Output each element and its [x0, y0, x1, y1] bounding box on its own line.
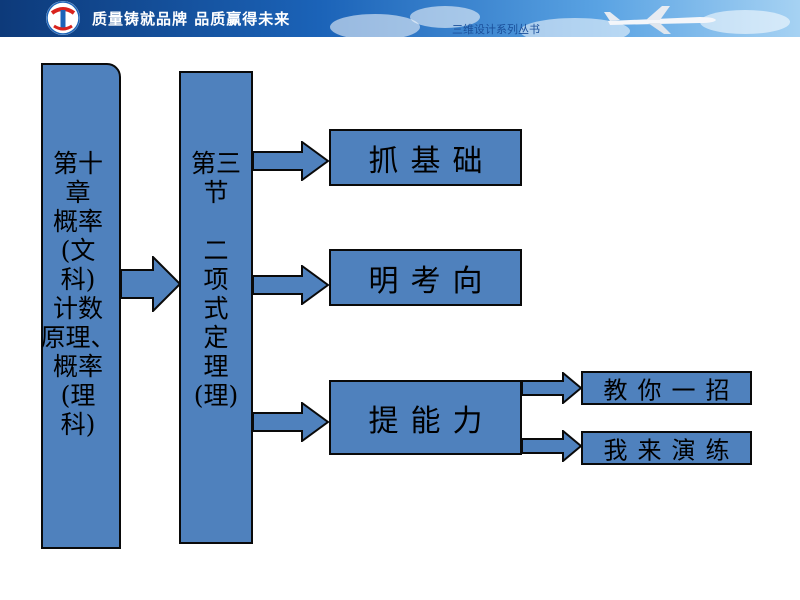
subpart-label: 我来演练: [603, 436, 740, 465]
subpart-label: 教你一招: [603, 376, 740, 405]
section-line: 式: [203, 294, 229, 323]
chapter-title: 第十 章 概率 (文 科) 计数 原理、 概率 (理 科): [37, 149, 119, 439]
part-label: 提能力: [368, 403, 495, 439]
arrow-part-to-subpart-1: [521, 372, 583, 404]
cloud-decoration: [520, 18, 630, 37]
part-box-2[interactable]: 明考向: [329, 249, 522, 306]
header-banner: 质量铸就品牌 品质赢得未来 三维设计系列丛书: [0, 0, 800, 37]
section-line: 项: [203, 265, 229, 294]
part-label: 抓基础: [368, 143, 495, 179]
section-title: 第三节 二 项 式 定 理 (理): [181, 149, 251, 410]
chapter-line: 原理、: [40, 323, 116, 352]
part-box-1[interactable]: 抓基础: [329, 129, 522, 186]
slogan-text: 质量铸就品牌 品质赢得未来: [92, 10, 291, 28]
chapter-line: 科): [60, 410, 96, 439]
chapter-line: 第十: [52, 149, 103, 178]
chapter-line: 概率: [52, 207, 103, 236]
arrow-part-to-subpart-2: [521, 430, 583, 462]
cloud-decoration: [700, 10, 790, 34]
cloud-decoration: [330, 14, 420, 37]
series-label: 三维设计系列丛书: [452, 23, 540, 36]
part-box-3[interactable]: 提能力: [329, 380, 522, 455]
section-line: 定: [203, 323, 229, 352]
section-line: 第三节: [190, 149, 241, 207]
section-line: 理: [203, 352, 229, 381]
section-line: (理): [193, 381, 239, 410]
subpart-box-1[interactable]: 教你一招: [581, 371, 752, 405]
part-label: 明考向: [368, 263, 495, 299]
arrow-section-to-part-3: [252, 402, 330, 442]
cloud-decoration: [410, 6, 480, 28]
subpart-box-2[interactable]: 我来演练: [581, 431, 752, 465]
chapter-line: 概率: [52, 352, 103, 381]
section-line: 二: [203, 236, 229, 265]
chapter-line: 章: [65, 178, 91, 207]
chapter-line: (文: [60, 236, 96, 265]
chapter-line: (理: [60, 381, 96, 410]
arrow-section-to-part-1: [252, 141, 330, 181]
logo-icon: [46, 1, 80, 35]
chapter-box: 第十 章 概率 (文 科) 计数 原理、 概率 (理 科): [40, 63, 121, 549]
airplane-icon: [604, 6, 716, 34]
arrow-section-to-part-2: [252, 265, 330, 305]
chapter-line: 科): [60, 265, 96, 294]
section-line: [181, 207, 251, 236]
arrow-chapter-to-section: [120, 256, 182, 312]
chapter-line: 计数: [52, 294, 103, 323]
section-box: 第三节 二 项 式 定 理 (理): [179, 71, 253, 544]
